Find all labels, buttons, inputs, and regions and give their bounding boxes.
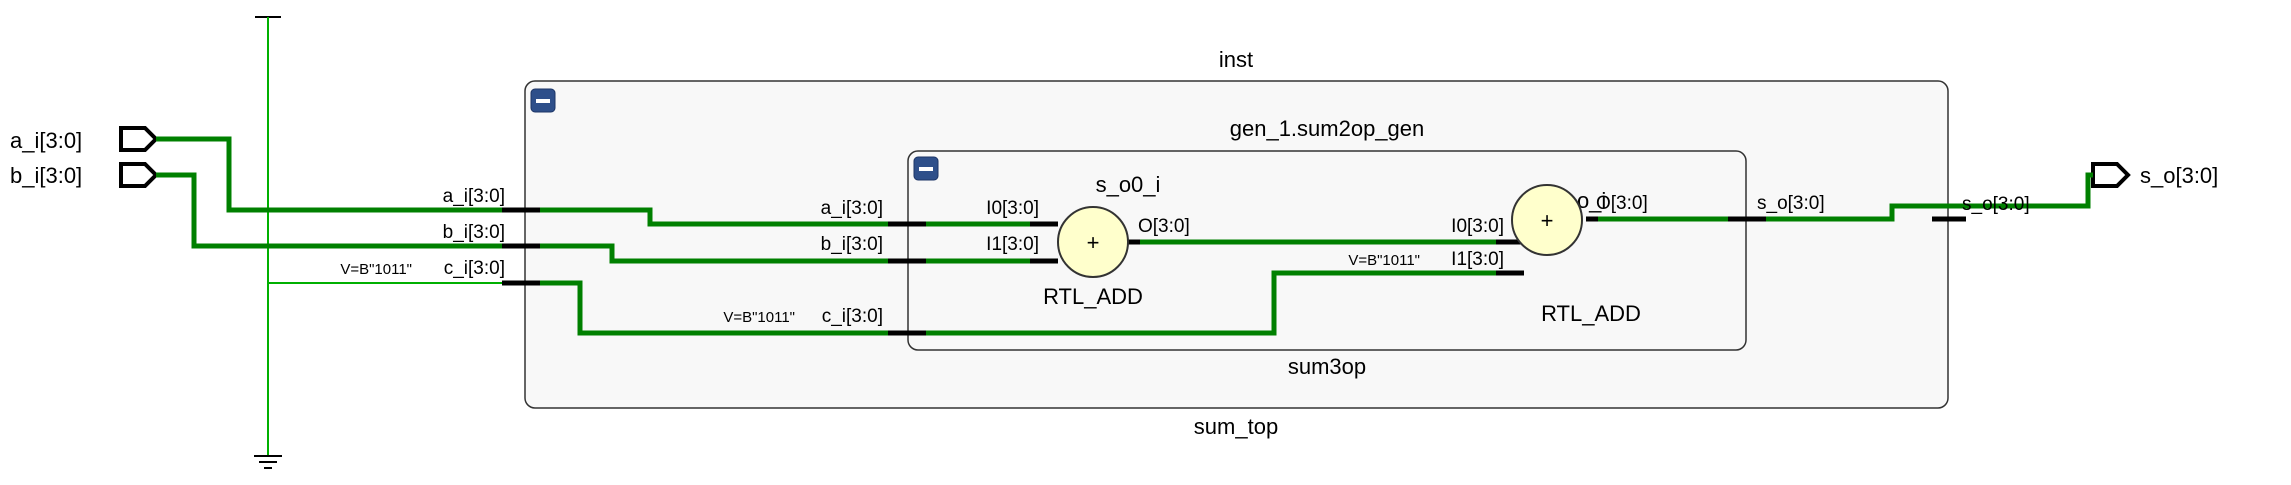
- gen-pins: a_i[3:0] b_i[3:0] c_i[3:0] V=B"1011" s_o…: [723, 193, 1825, 336]
- output-port-s[interactable]: s_o[3:0]: [2091, 162, 2218, 188]
- output-port-s-label: s_o[3:0]: [2140, 163, 2218, 188]
- gen-pin-c-const: V=B"1011": [723, 309, 795, 326]
- inst-label: inst: [1219, 47, 1253, 72]
- gen-pin-c-label: c_i[3:0]: [822, 306, 883, 327]
- inst-pin-a-label: a_i[3:0]: [443, 186, 505, 207]
- input-port-a[interactable]: a_i[3:0]: [10, 126, 159, 153]
- top-label: sum_top: [1194, 414, 1278, 439]
- constant-source: [254, 16, 282, 469]
- port-arrow-icon: [2091, 162, 2131, 188]
- net-c-to-adder2: [926, 270, 1510, 336]
- adder-in1-label: I1[3:0]: [1451, 249, 1504, 270]
- gen-pin-b-label: b_i[3:0]: [821, 234, 883, 255]
- net-a: [156, 136, 926, 227]
- minus-icon[interactable]: [530, 88, 556, 113]
- plus-icon: +: [1541, 208, 1554, 233]
- adder-type: RTL_ADD: [1043, 284, 1143, 309]
- ground-icon: [254, 455, 282, 469]
- gen-label: gen_1.sum2op_gen: [1230, 116, 1425, 141]
- adder-out-label: O[3:0]: [1138, 216, 1190, 237]
- adder-in1-const: V=B"1011": [1348, 252, 1420, 269]
- inst-sub-label: sum3op: [1288, 354, 1366, 379]
- minus-icon[interactable]: [913, 156, 939, 181]
- inst-pin-c-const: V=B"1011": [340, 261, 412, 278]
- adder-in0-label: I0[3:0]: [1451, 216, 1504, 237]
- nets: [156, 136, 2093, 336]
- adder-in0-label: I0[3:0]: [986, 198, 1039, 219]
- gen-pin-a-label: a_i[3:0]: [821, 198, 883, 219]
- adder-in1-label: I1[3:0]: [986, 234, 1039, 255]
- net-b: [156, 172, 926, 264]
- net-s-out: [1746, 172, 2093, 222]
- inst-pins: a_i[3:0] b_i[3:0] c_i[3:0] V=B"1011" s_o…: [340, 186, 2030, 286]
- adder-type: RTL_ADD: [1541, 301, 1641, 326]
- inst-pin-b-label: b_i[3:0]: [443, 222, 505, 243]
- net-c-inner: [525, 280, 926, 336]
- adder-instance-name: s_o0_i: [1096, 172, 1161, 197]
- port-arrow-icon: [119, 162, 159, 188]
- adder-s_o0_i[interactable]: s_o0_i + I0[3:0] I1[3:0] O[3:0] RTL_ADD: [986, 172, 1190, 309]
- gen-pin-s-label: s_o[3:0]: [1757, 193, 1825, 214]
- inst-pin-c-label: c_i[3:0]: [444, 258, 505, 279]
- input-port-b[interactable]: b_i[3:0]: [10, 162, 159, 188]
- inst-pin-s-label: s_o[3:0]: [1962, 194, 2030, 215]
- plus-icon: +: [1087, 230, 1100, 255]
- input-port-a-label: a_i[3:0]: [10, 128, 82, 153]
- input-port-b-label: b_i[3:0]: [10, 163, 82, 188]
- adder-s_o_i[interactable]: s_o_i + I0[3:0] I1[3:0] V=B"1011" O[3:0]…: [1348, 184, 1648, 326]
- adder-out-label: O[3:0]: [1596, 193, 1648, 214]
- port-arrow-icon: [119, 126, 159, 152]
